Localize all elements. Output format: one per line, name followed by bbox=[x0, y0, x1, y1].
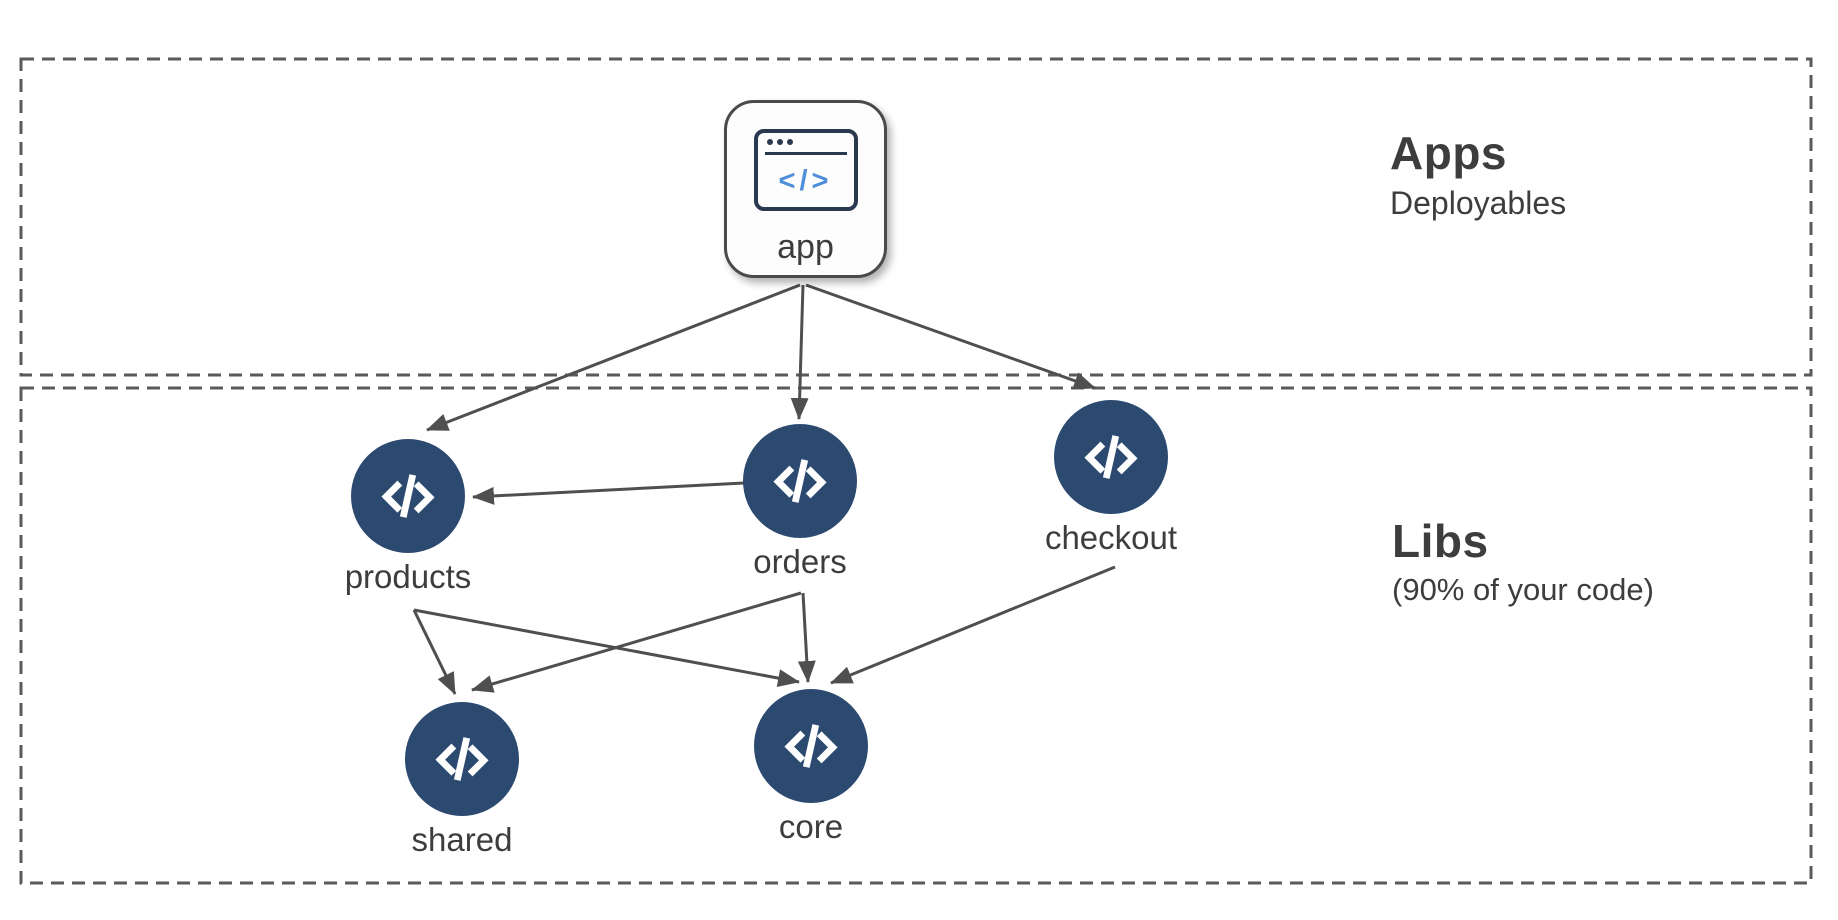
node-shared: shared bbox=[352, 702, 572, 859]
node-core: core bbox=[701, 689, 921, 846]
edge-app-to-checkout bbox=[805, 283, 1096, 390]
apps-section-title: Apps bbox=[1390, 127, 1507, 179]
libs-section-title: Libs bbox=[1392, 515, 1489, 567]
code-icon bbox=[351, 439, 465, 553]
code-icon bbox=[405, 702, 519, 816]
apps-section-label: Apps Deployables bbox=[1390, 126, 1566, 223]
libs-section-subtitle: (90% of your code) bbox=[1392, 572, 1654, 608]
node-core-label: core bbox=[778, 808, 844, 845]
libs-section-label: Libs (90% of your code) bbox=[1392, 514, 1654, 610]
code-icon bbox=[1054, 400, 1168, 514]
edge-orders-to-shared bbox=[471, 591, 802, 693]
node-orders-label: orders bbox=[753, 543, 847, 580]
code-icon bbox=[743, 424, 857, 538]
code-icon bbox=[754, 689, 868, 803]
node-checkout-label: checkout bbox=[1044, 519, 1178, 556]
browser-titlebar-line bbox=[764, 152, 847, 155]
node-products: products bbox=[298, 439, 518, 596]
node-checkout: checkout bbox=[1001, 400, 1221, 557]
browser-code-icon: </> bbox=[753, 129, 858, 211]
edge-app-to-orders bbox=[790, 284, 809, 420]
apps-section-subtitle: Deployables bbox=[1390, 185, 1567, 222]
code-glyph: </> bbox=[778, 164, 833, 197]
edge-app-to-products bbox=[426, 283, 801, 432]
edge-checkout-to-core bbox=[830, 565, 1116, 685]
node-app-label: app bbox=[777, 228, 834, 266]
node-app: </> app bbox=[724, 100, 887, 278]
edge-products-to-shared bbox=[412, 609, 457, 695]
node-shared-label: shared bbox=[411, 821, 513, 858]
browser-dots-icon bbox=[766, 139, 793, 145]
edge-orders-to-core bbox=[797, 592, 816, 683]
node-orders: orders bbox=[690, 424, 910, 581]
node-products-label: products bbox=[344, 558, 472, 595]
edge-products-to-core bbox=[413, 608, 800, 687]
